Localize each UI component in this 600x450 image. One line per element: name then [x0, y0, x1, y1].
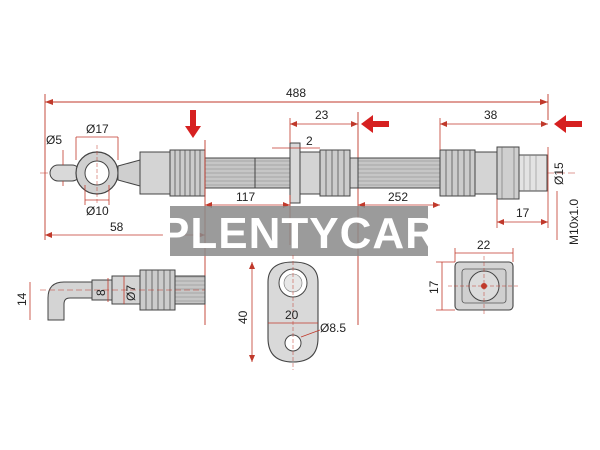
w20-label: 20 — [285, 308, 299, 322]
dim-d10: Ø10 — [84, 185, 110, 218]
watermark-text: PLENTYCAR — [160, 209, 438, 258]
d10-label: Ø10 — [86, 204, 109, 218]
dim-40: 40 — [236, 262, 255, 362]
arrow-down-icon — [185, 110, 201, 138]
d5-label: Ø5 — [46, 133, 62, 147]
dim-d15: Ø15 — [547, 147, 566, 199]
l252-label: 252 — [388, 190, 408, 204]
dim-d17: Ø17 — [75, 122, 119, 160]
dim-17-hex: 17 — [427, 261, 455, 311]
dim-38: 38 — [439, 108, 548, 150]
l17-right-label: 17 — [516, 206, 530, 220]
dim-23: 23 — [289, 108, 359, 325]
thread-label: M10x1.0 — [567, 199, 581, 245]
dim-8: 8 — [94, 278, 109, 302]
l2-label: 2 — [306, 134, 313, 148]
h14-label: 14 — [15, 292, 29, 306]
dim-22: 22 — [454, 238, 514, 262]
w22-label: 22 — [477, 238, 491, 252]
dim-2: 2 — [272, 134, 320, 149]
dim-20: 20 — [268, 308, 318, 324]
hose-segment-1 — [204, 157, 256, 189]
d17-label: Ø17 — [86, 122, 109, 136]
overall-length-dimension: 488 — [44, 86, 549, 240]
d8-5-label: Ø8.5 — [320, 321, 346, 335]
l117-label: 117 — [236, 190, 255, 204]
bracket-assembly — [254, 142, 359, 204]
overall-length-label: 488 — [286, 86, 306, 100]
bracket-plate-view — [267, 255, 319, 370]
watermark: PLENTYCAR — [160, 206, 438, 258]
ferrule-left — [139, 149, 206, 197]
dim-252: 252 — [358, 190, 440, 208]
hex-end-view — [448, 256, 520, 316]
h17-label: 17 — [427, 280, 441, 294]
l58-label: 58 — [110, 220, 124, 234]
arrow-left-icon — [554, 115, 582, 133]
hose-segment-2 — [357, 157, 441, 189]
d7-label: Ø7 — [124, 285, 138, 301]
dim-d5: Ø5 — [46, 133, 64, 186]
side-view-elbow — [40, 269, 206, 321]
h40-label: 40 — [236, 310, 250, 324]
dim-d7: Ø7 — [123, 276, 138, 304]
d15-label: Ø15 — [552, 162, 566, 185]
arrow-left-icon — [361, 115, 389, 133]
h8-label: 8 — [94, 289, 108, 296]
ferrule-right — [439, 146, 548, 200]
dim-d8-5: Ø8.5 — [300, 321, 346, 338]
banjo-eye-fitting — [49, 145, 141, 205]
l38-label: 38 — [484, 108, 498, 122]
dim-14: 14 — [15, 282, 31, 320]
dim-thread: M10x1.0 — [556, 191, 581, 245]
l23-label: 23 — [315, 108, 329, 122]
dim-17-right: 17 — [496, 199, 549, 228]
